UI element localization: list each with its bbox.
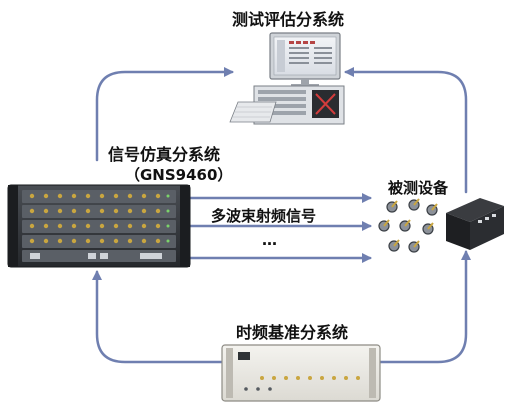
arrow-sim-to-test — [95, 67, 234, 162]
antenna-array-icon — [378, 198, 438, 253]
sig-sim-model-label: （GNS9460） — [125, 166, 233, 184]
time-frequency-reference-icon — [221, 344, 381, 402]
signal-generator-chassis-icon — [7, 184, 191, 268]
multibeam-label: 多波束射频信号 — [211, 207, 317, 225]
arrow-ref-to-dut — [378, 250, 471, 364]
receiver-box-icon — [446, 198, 504, 250]
ellipsis-label: … — [262, 231, 278, 249]
arrow-dut-to-test — [344, 67, 468, 194]
sig-sim-label: 信号仿真分系统 — [108, 145, 221, 164]
dut-label: 被测设备 — [388, 179, 449, 197]
test-eval-label: 测试评估分系统 — [232, 10, 345, 29]
computer-workstation-icon — [229, 32, 345, 125]
connection-arrows — [92, 67, 471, 364]
time-ref-label: 时频基准分系统 — [236, 323, 349, 342]
arrow-ref-to-sim — [92, 270, 224, 364]
